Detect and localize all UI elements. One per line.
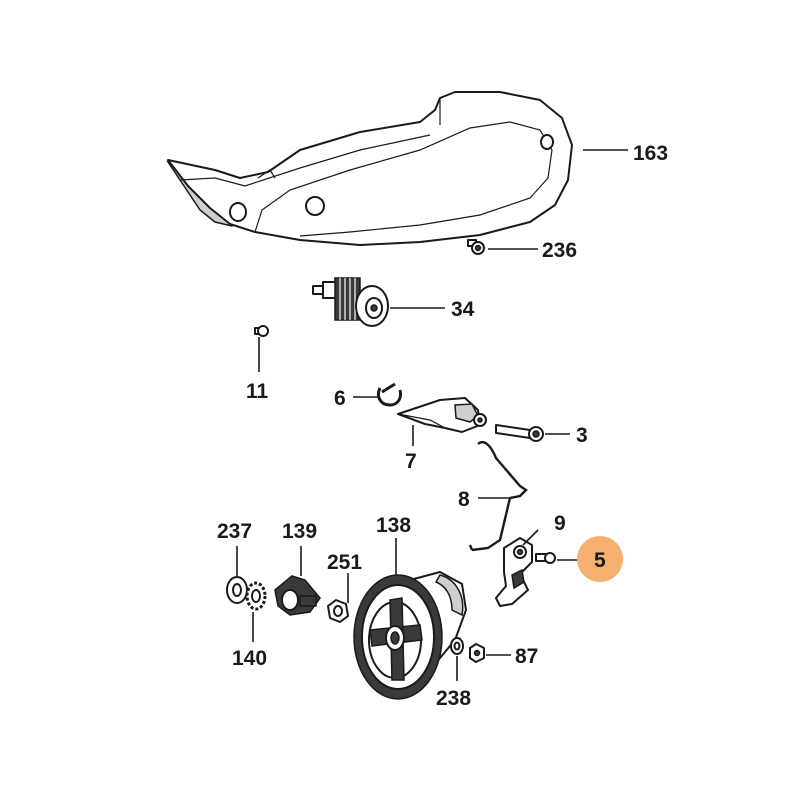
callout-5[interactable]: 5	[594, 549, 606, 572]
callout-163[interactable]: 163	[633, 142, 668, 165]
part-3-bolt[interactable]	[495, 424, 544, 442]
highlight-circle	[577, 536, 623, 582]
part-8-wire-rod[interactable]	[468, 441, 528, 552]
part-138-wheel[interactable]	[353, 571, 467, 700]
callout-139[interactable]: 139	[282, 520, 317, 543]
part-140-star-washer[interactable]	[245, 581, 267, 611]
part-87-nut[interactable]	[469, 643, 485, 663]
part-236-screw[interactable]	[467, 239, 485, 255]
part-251-nut[interactable]	[327, 599, 349, 623]
part-34-gear[interactable]	[312, 277, 389, 327]
callout-138[interactable]: 138	[376, 514, 411, 537]
callout-236[interactable]: 236	[542, 239, 577, 262]
part-7-bracket[interactable]	[397, 397, 487, 433]
callout-251[interactable]: 251	[327, 551, 362, 574]
callout-238[interactable]: 238	[436, 687, 471, 710]
callout-11[interactable]: 11	[246, 380, 269, 403]
part-237-washer[interactable]	[226, 576, 248, 604]
leader-lines	[236, 149, 628, 681]
callout-87[interactable]: 87	[515, 645, 538, 668]
part-163-housing[interactable]	[166, 91, 573, 246]
callout-6[interactable]: 6	[334, 387, 346, 410]
callout-9[interactable]: 9	[554, 512, 566, 535]
callout-34[interactable]: 34	[451, 298, 475, 321]
part-9-lever[interactable]	[495, 537, 533, 607]
part-139-knob[interactable]	[274, 575, 321, 616]
callout-237[interactable]: 237	[217, 520, 252, 543]
callout-7[interactable]: 7	[405, 450, 417, 473]
part-11-screw[interactable]	[254, 325, 269, 337]
part-5-bolt[interactable]	[535, 552, 556, 564]
callout-labels: 163 236 34 11 6 3 7 8 9 5 237 139 138 25…	[217, 142, 668, 710]
part-6-clip[interactable]	[376, 382, 402, 407]
part-238-washer[interactable]	[450, 637, 464, 655]
callout-140[interactable]: 140	[232, 647, 267, 670]
callout-3[interactable]: 3	[576, 424, 588, 447]
callout-8[interactable]: 8	[458, 488, 470, 511]
